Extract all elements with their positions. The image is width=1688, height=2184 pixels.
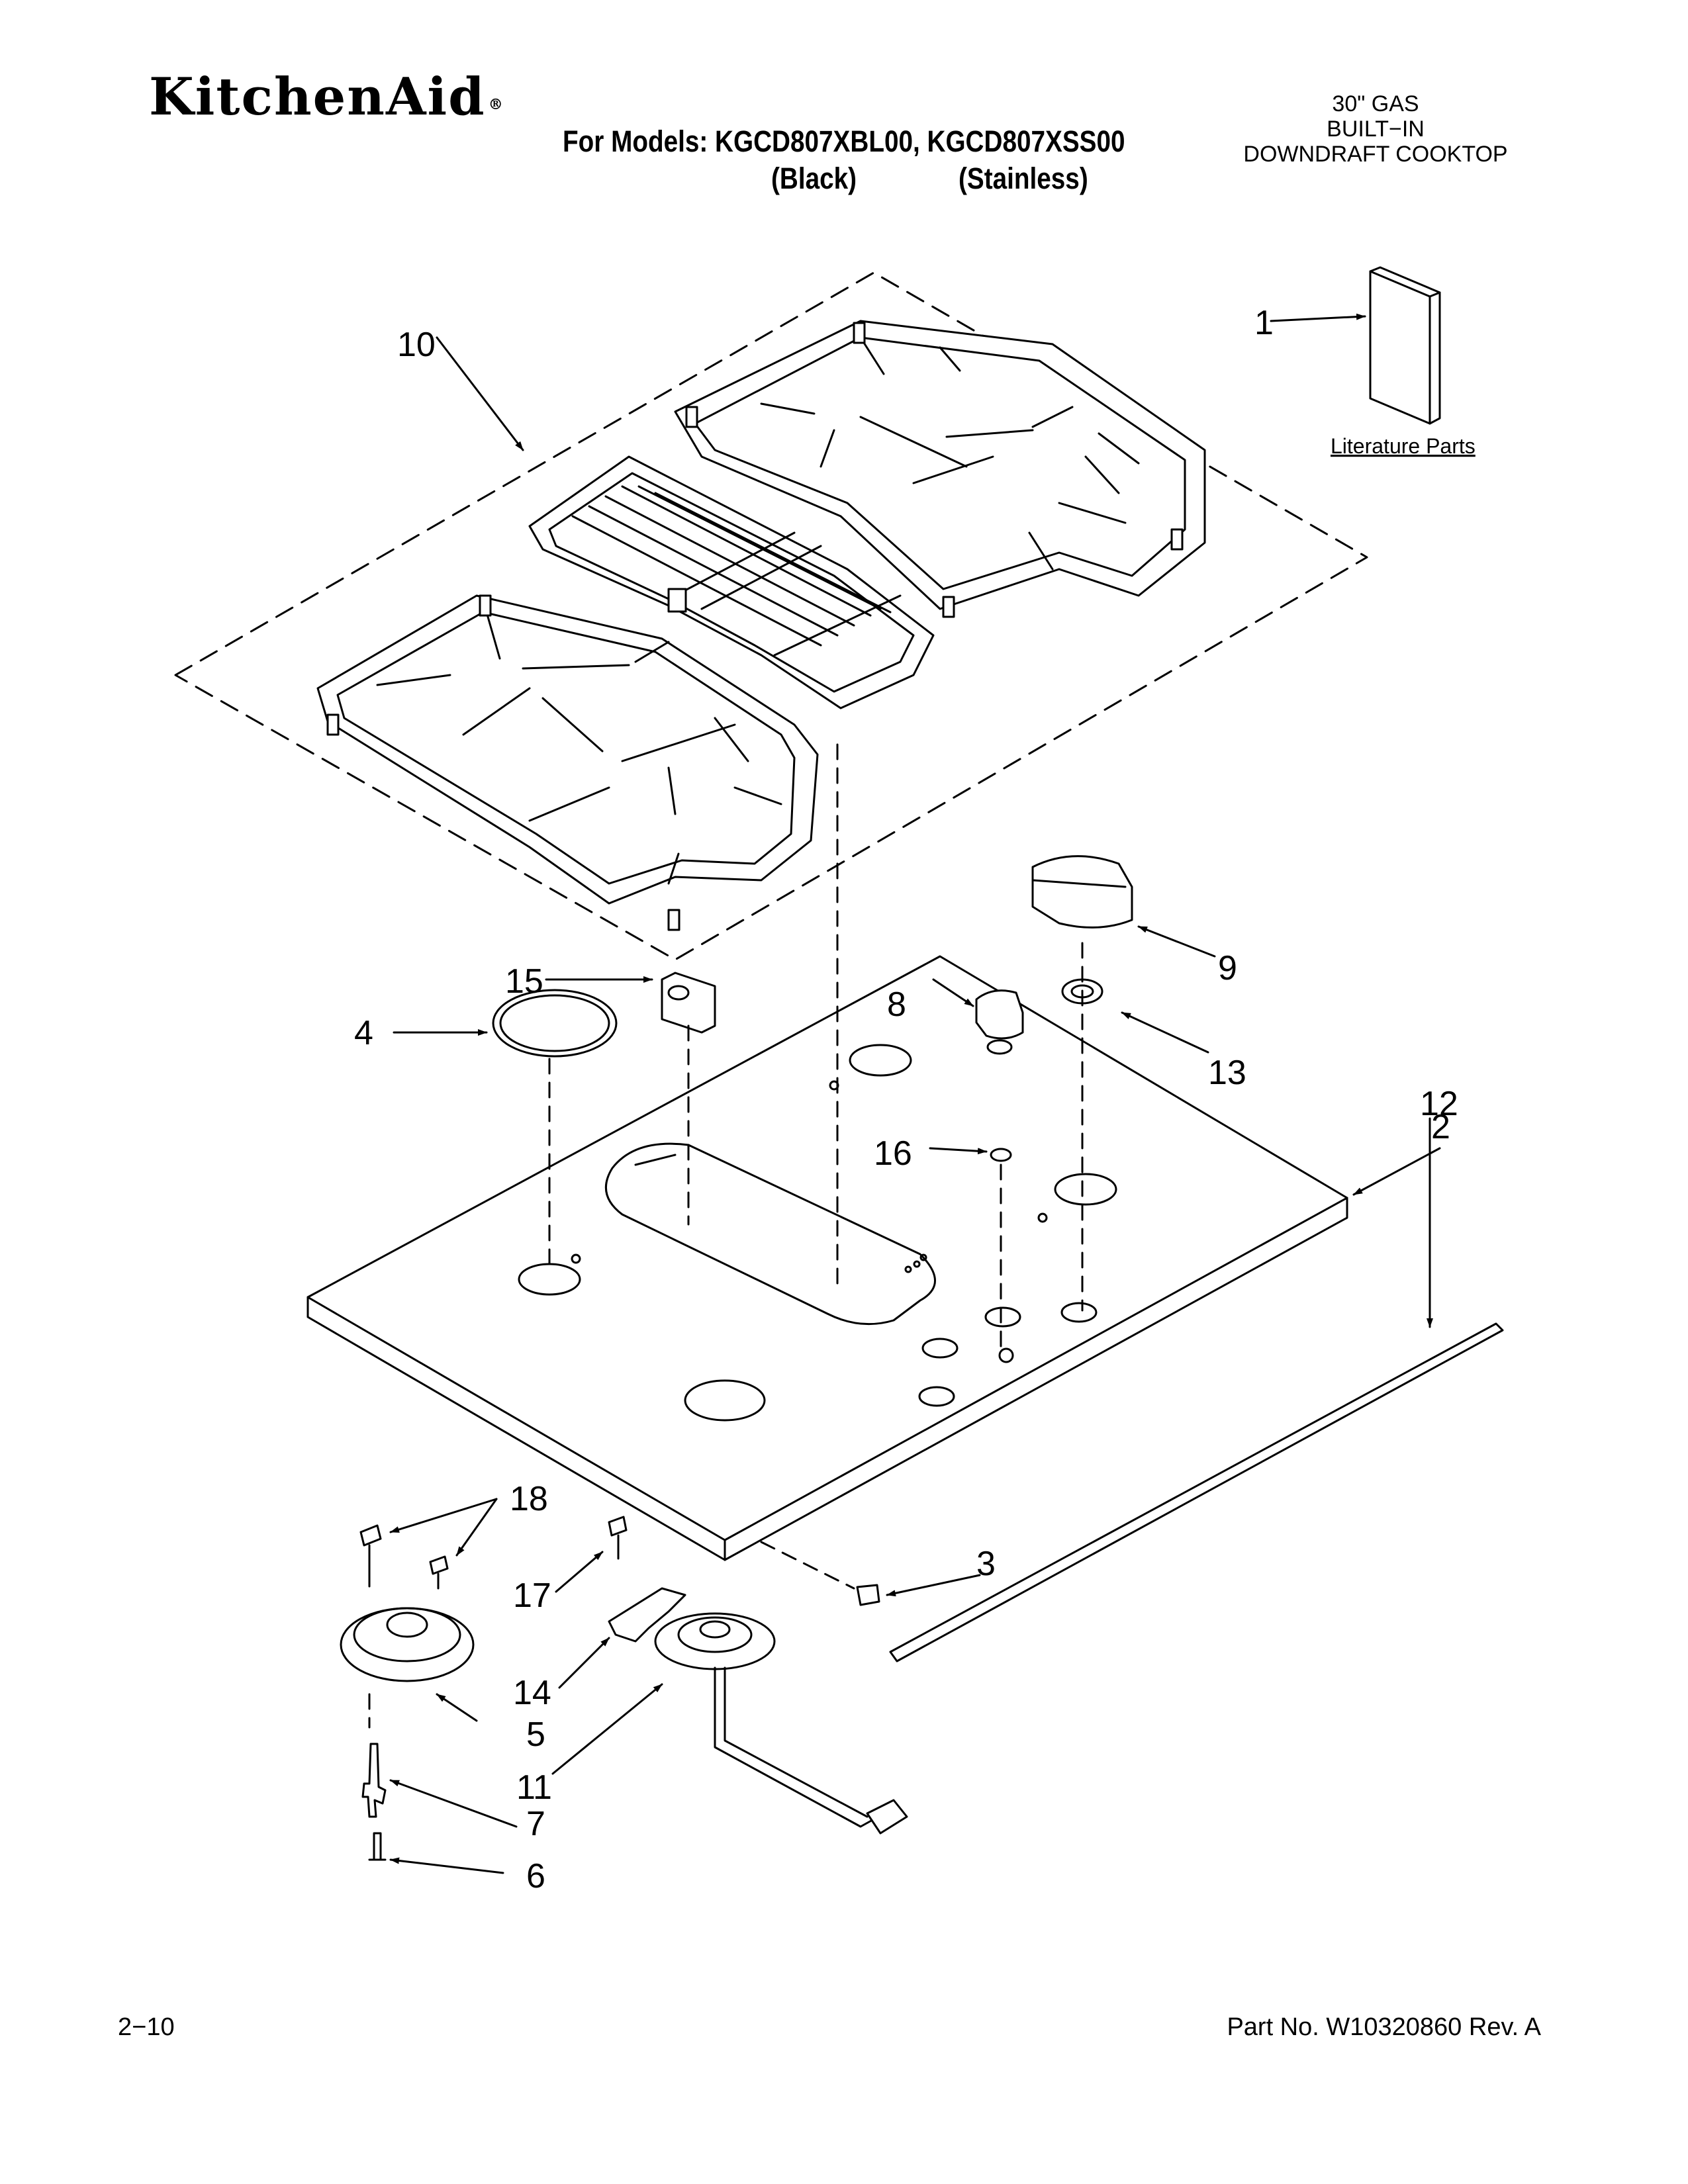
callout-6: 6	[526, 1857, 545, 1895]
callout-1: 1	[1254, 304, 1274, 342]
alignment-lines	[368, 743, 1084, 1729]
product-line-2: BUILT−IN	[1327, 116, 1425, 142]
screws	[359, 1516, 628, 1590]
burner-base	[340, 1607, 475, 1682]
brand-logo: KitchenAid®	[149, 67, 504, 127]
center-grate	[528, 455, 935, 709]
callout-18: 18	[510, 1480, 548, 1518]
cooktop-surface	[306, 955, 1348, 1561]
igniter-electrode	[361, 1743, 387, 1818]
literature-parts-label: Literature Parts	[1331, 434, 1476, 458]
part-number: Part No. W10320860 Rev. A	[1227, 2013, 1541, 2041]
variant-stainless: (Stainless)	[959, 161, 1088, 195]
burner-bracket	[608, 1587, 686, 1643]
mounting-screw	[856, 1584, 880, 1606]
page-number: 2−10	[118, 2013, 175, 2041]
control-knob-large	[1031, 855, 1133, 1005]
callout-14: 14	[513, 1674, 551, 1712]
callout-13: 13	[1208, 1054, 1246, 1092]
literature-booklet	[1369, 266, 1441, 425]
callout-10: 10	[397, 326, 436, 364]
callout-11: 11	[516, 1768, 552, 1807]
right-grate	[674, 320, 1206, 618]
callout-2: 2	[1431, 1108, 1450, 1146]
callout-9: 9	[1218, 949, 1237, 987]
callout-12: 12	[1420, 1085, 1458, 1123]
left-grate	[316, 594, 819, 931]
trim-strip	[889, 1322, 1504, 1662]
electrode-screw	[368, 1832, 387, 1861]
grate-set-outline	[174, 271, 1368, 961]
callout-8: 8	[887, 985, 906, 1024]
burner-with-tube	[654, 1612, 908, 1835]
control-knob-small	[975, 989, 1024, 1162]
callout-17: 17	[513, 1576, 551, 1615]
vent-block	[661, 972, 716, 1034]
callout-leaders	[389, 313, 1441, 1874]
callout-3: 3	[976, 1545, 996, 1583]
product-line-3: DOWNDRAFT COOKTOP	[1243, 142, 1508, 167]
product-line-1: 30" GAS	[1332, 91, 1419, 116]
callout-7: 7	[526, 1805, 545, 1843]
variant-black: (Black)	[771, 161, 857, 195]
callout-15: 15	[505, 962, 543, 1001]
product-description: 30" GAS BUILT−IN DOWNDRAFT COOKTOP	[1210, 91, 1541, 167]
models-line: For Models: KGCD807XBL00, KGCD807XSS00	[563, 124, 1125, 158]
callout-numbers: 1 2 3 4 5 6 7 8 9 10 11 12 13 14 15 16 1…	[354, 304, 1476, 1895]
callout-4: 4	[354, 1014, 373, 1052]
callout-5: 5	[526, 1715, 545, 1754]
burner-ring	[492, 989, 618, 1058]
callout-16: 16	[874, 1134, 912, 1173]
